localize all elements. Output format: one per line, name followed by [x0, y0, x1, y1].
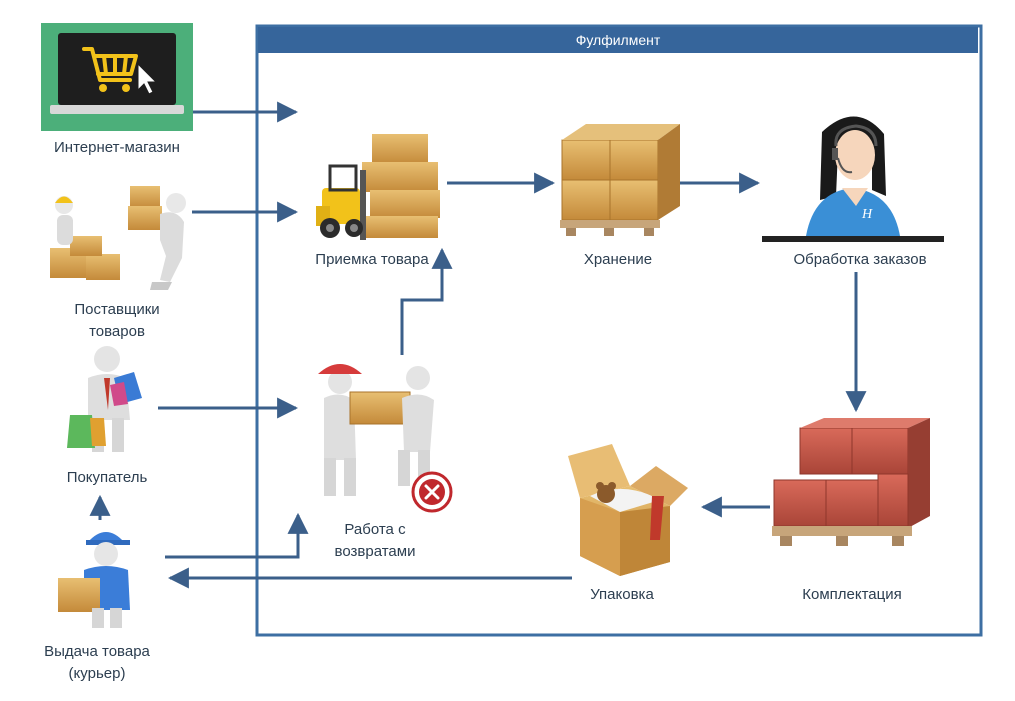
courier-label-line-2: (курьер) [68, 665, 126, 682]
packing-label: Упаковка [590, 586, 654, 603]
returns-label: Работа с возвратами [300, 519, 450, 563]
arrow-returns-to-receiving [400, 247, 453, 355]
suppliers-label-line-2: товаров [89, 323, 145, 340]
picking-icon [772, 418, 930, 546]
fulfillment-frame [255, 24, 983, 637]
online-store-label: Интернет-магазин [54, 139, 180, 156]
storage-icon [560, 124, 680, 236]
fulfillment-title: Фулфилмент [575, 32, 661, 48]
picking-label: Комплектация [802, 586, 902, 603]
arrow-courier-to-returns [165, 512, 309, 559]
suppliers-icon [50, 186, 186, 290]
online-store-icon [41, 23, 193, 131]
returns-label-line-2: возвратами [334, 543, 416, 560]
courier-icon [58, 532, 130, 628]
svg-text:H: H [861, 207, 873, 222]
courier-label-line-1: Выдача товара [44, 643, 150, 660]
courier-label: Выдача товара (курьер) [12, 641, 182, 685]
suppliers-label: Поставщики товаров [22, 299, 212, 343]
returns-label-line-1: Работа с [344, 521, 406, 538]
fulfillment-banner [258, 27, 978, 53]
order-processing-label: Обработка заказов [793, 251, 927, 268]
storage-label: Хранение [583, 251, 653, 268]
returns-icon [318, 364, 453, 513]
buyer-label: Покупатель [66, 469, 148, 486]
flow-arrows [89, 101, 867, 589]
buyer-icon [67, 346, 142, 452]
receiving-icon [316, 134, 440, 240]
receiving-label: Приемка товара [315, 251, 429, 268]
suppliers-label-line-1: Поставщики [74, 301, 160, 318]
packing-icon [568, 444, 688, 576]
order-processing-icon: H [762, 116, 944, 242]
